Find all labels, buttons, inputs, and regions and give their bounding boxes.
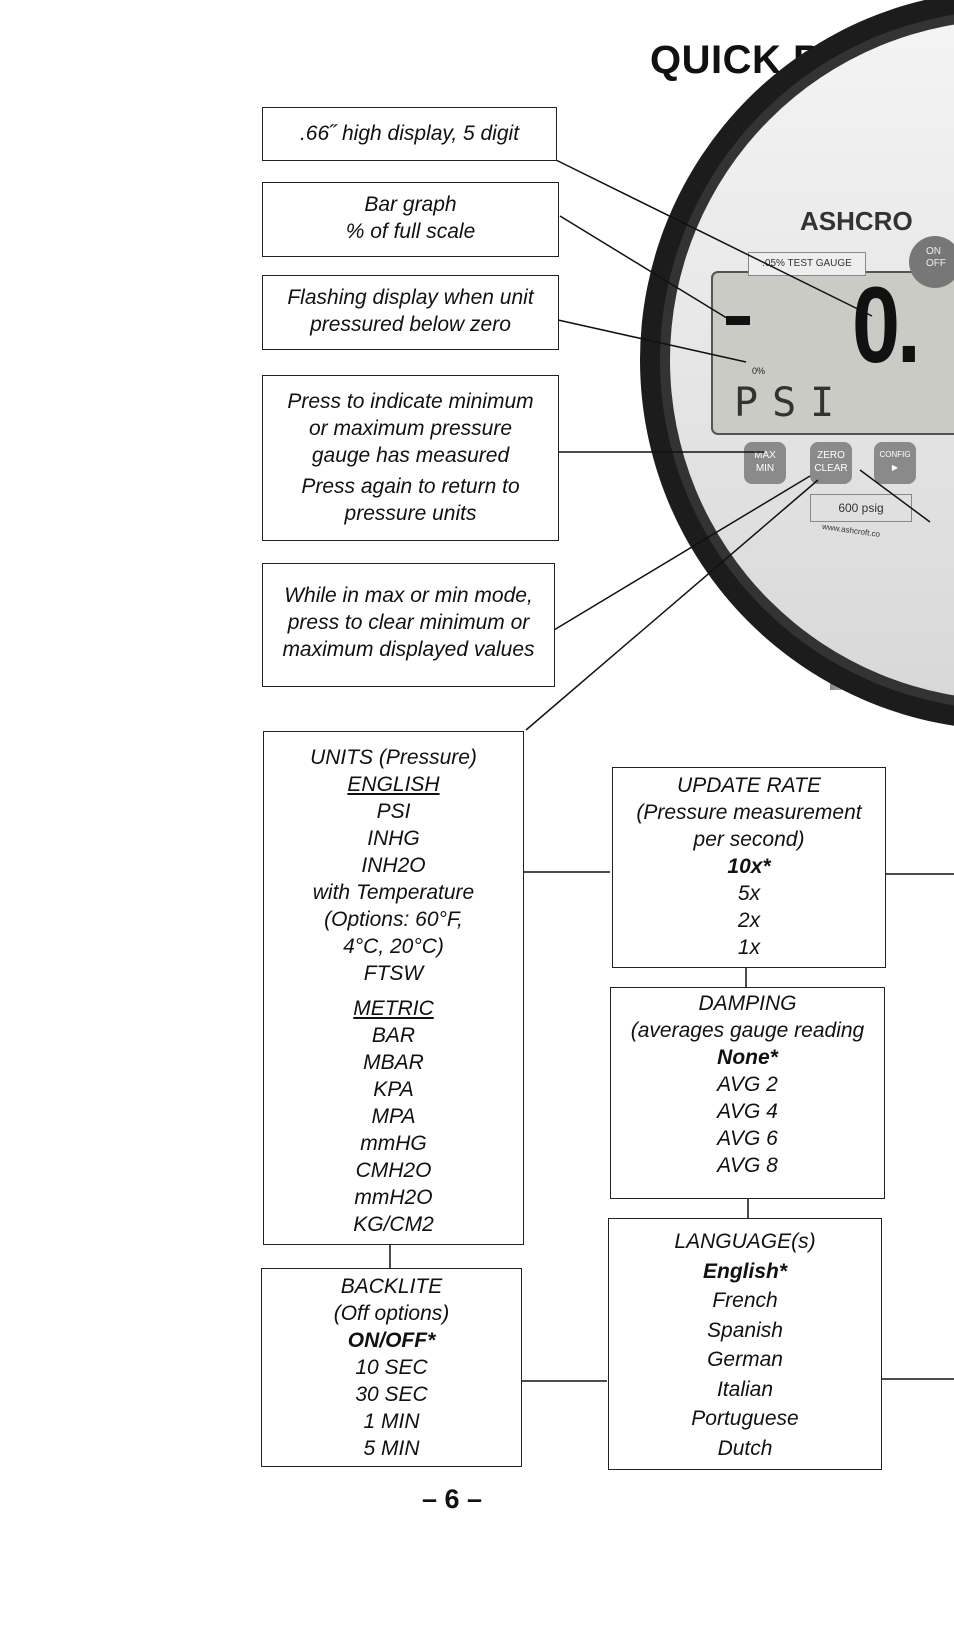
page-number: – 6 – (422, 1484, 483, 1514)
bar-graph-segment (726, 316, 750, 325)
metric-units-list: BAR MBAR KPA MPA mmHG CMH2O mmH2O KG/CM2 (353, 1024, 434, 1236)
callout-flashing: Flashing display when unit pressured bel… (262, 275, 559, 350)
callout-bar-graph: Bar graph % of full scale (262, 182, 559, 257)
lcd-unit-display: PSI (734, 380, 849, 426)
damping-box: DAMPING (averages gauge reading None* AV… (610, 987, 885, 1199)
damping-default: None* (717, 1046, 778, 1069)
english-header: ENGLISH (347, 773, 440, 796)
backlite-title: BACKLITE (340, 1275, 443, 1298)
update-rate-default: 10x* (727, 855, 771, 878)
backlite-default: ON/OFF* (347, 1329, 436, 1352)
play-icon: ▶ (891, 463, 899, 472)
brand-logo: ASHCRO (800, 206, 913, 236)
config-button[interactable]: CONFIG ▶ (874, 442, 916, 484)
language-default: English* (702, 1259, 787, 1283)
backlite-box: BACKLITE (Off options) ON/OFF* 10 SEC 30… (261, 1268, 522, 1467)
callout-clear: While in max or min mode, press to clear… (262, 563, 555, 687)
update-rate-box: UPDATE RATE (Pressure measurement per se… (612, 767, 886, 968)
language-box: LANGUAGE(s) English* French Spanish Germ… (608, 1218, 882, 1470)
accuracy-badge: .05% TEST GAUGE (748, 252, 866, 276)
callout-max-min: Press to indicate minimum or maximum pre… (262, 375, 559, 541)
lcd-reading: 0. (852, 264, 921, 385)
metric-header: METRIC (353, 997, 434, 1020)
update-rate-title: UPDATE RATE (677, 774, 821, 797)
units-title: UNITS (Pressure) (310, 746, 477, 769)
units-menu-box: UNITS (Pressure) ENGLISH PSI INHG INH2O … (263, 731, 524, 1245)
english-units-list: PSI INHG INH2O with Temperature (Options… (312, 800, 475, 985)
language-title: LANGUAGE(s) (674, 1230, 816, 1253)
callout-display: .66˝ high display, 5 digit (262, 107, 557, 161)
onoff-button[interactable] (909, 236, 954, 288)
damping-title: DAMPING (698, 992, 797, 1015)
zero-indicator: 0% (752, 366, 766, 376)
